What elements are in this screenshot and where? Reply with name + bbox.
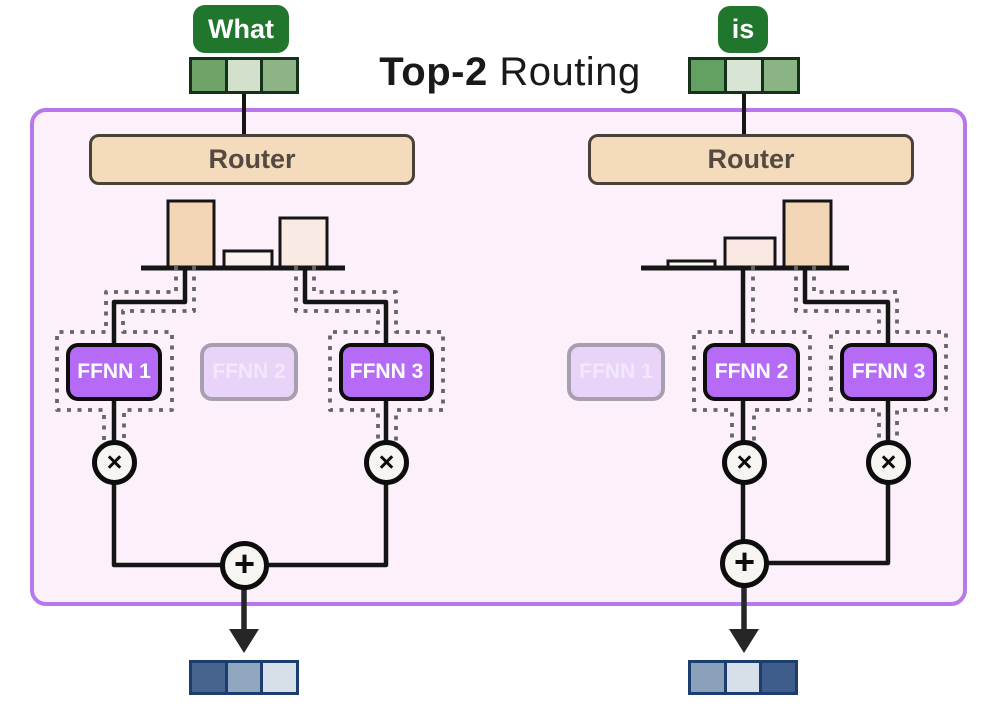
router-score-bar bbox=[222, 249, 274, 270]
router-score-bar bbox=[166, 199, 216, 270]
token-badge-is: is bbox=[718, 6, 768, 53]
title-bold-part: Top-2 bbox=[379, 50, 488, 94]
selected-route-outlines bbox=[55, 266, 948, 441]
router-box-left: Router bbox=[89, 134, 415, 185]
embedding-cell bbox=[224, 663, 261, 692]
multiply-operator-icon: × bbox=[722, 440, 767, 485]
title-regular-part: Routing bbox=[487, 50, 641, 94]
token-embedding-what bbox=[189, 57, 299, 94]
router-score-bar bbox=[723, 236, 777, 270]
expert-left-ffnn3: FFNN 3 bbox=[339, 343, 434, 401]
route-line bbox=[768, 483, 891, 566]
expert-right-ffnn1: FFNN 1 bbox=[567, 343, 665, 401]
route-outline-dotted bbox=[692, 330, 734, 441]
embedding-cell bbox=[691, 60, 725, 91]
route-outline-dotted bbox=[751, 266, 812, 441]
router-score-bar bbox=[278, 216, 329, 270]
route-line bbox=[302, 266, 389, 344]
arrow-head-icon bbox=[229, 629, 259, 653]
arrow-head-icon bbox=[729, 629, 759, 653]
token-embedding-is bbox=[688, 57, 800, 94]
expert-right-ffnn3: FFNN 3 bbox=[840, 343, 937, 401]
route-outline-dotted bbox=[121, 266, 196, 441]
output-arrow-left bbox=[229, 587, 259, 653]
token-badge-what: What bbox=[193, 5, 289, 53]
route-line bbox=[267, 483, 389, 568]
output-embedding-right bbox=[688, 660, 798, 695]
embedding-cell bbox=[760, 60, 797, 91]
router-scores-right bbox=[641, 199, 849, 271]
selected-routes-left bbox=[111, 266, 389, 568]
add-operator-icon: + bbox=[720, 539, 769, 588]
route-outline-dotted bbox=[294, 266, 380, 441]
expert-left-ffnn1: FFNN 1 bbox=[66, 343, 162, 401]
route-outline-dotted bbox=[312, 266, 445, 441]
route-outline-dotted bbox=[55, 266, 178, 441]
multiply-operator-icon: × bbox=[364, 440, 409, 485]
route-line bbox=[802, 266, 891, 344]
multiply-operator-icon: × bbox=[866, 440, 911, 485]
route-line bbox=[111, 483, 221, 568]
router-score-bar bbox=[782, 199, 833, 270]
expert-right-ffnn2: FFNN 2 bbox=[703, 343, 800, 401]
multiply-operator-icon: × bbox=[92, 440, 137, 485]
embedding-cell bbox=[260, 60, 297, 91]
output-arrow-right bbox=[729, 586, 759, 653]
embedding-cell bbox=[192, 663, 225, 692]
router-box-right: Router bbox=[588, 134, 914, 185]
embedding-cell bbox=[691, 663, 724, 692]
output-embedding-left bbox=[189, 660, 299, 695]
embedding-cell bbox=[723, 663, 760, 692]
embedding-cell bbox=[260, 663, 297, 692]
diagram-title: Top-2 Routing bbox=[330, 50, 690, 95]
selected-routes-right bbox=[740, 266, 891, 566]
embedding-cell bbox=[224, 60, 261, 91]
expert-left-ffnn2: FFNN 2 bbox=[200, 343, 298, 401]
route-outline-dotted bbox=[812, 266, 948, 441]
embedding-cell bbox=[192, 60, 225, 91]
router-scores-left bbox=[141, 199, 345, 271]
add-operator-icon: + bbox=[220, 541, 269, 590]
route-outline-dotted bbox=[794, 266, 881, 441]
route-line bbox=[111, 266, 188, 344]
embedding-cell bbox=[724, 60, 761, 91]
embedding-cell bbox=[759, 663, 796, 692]
